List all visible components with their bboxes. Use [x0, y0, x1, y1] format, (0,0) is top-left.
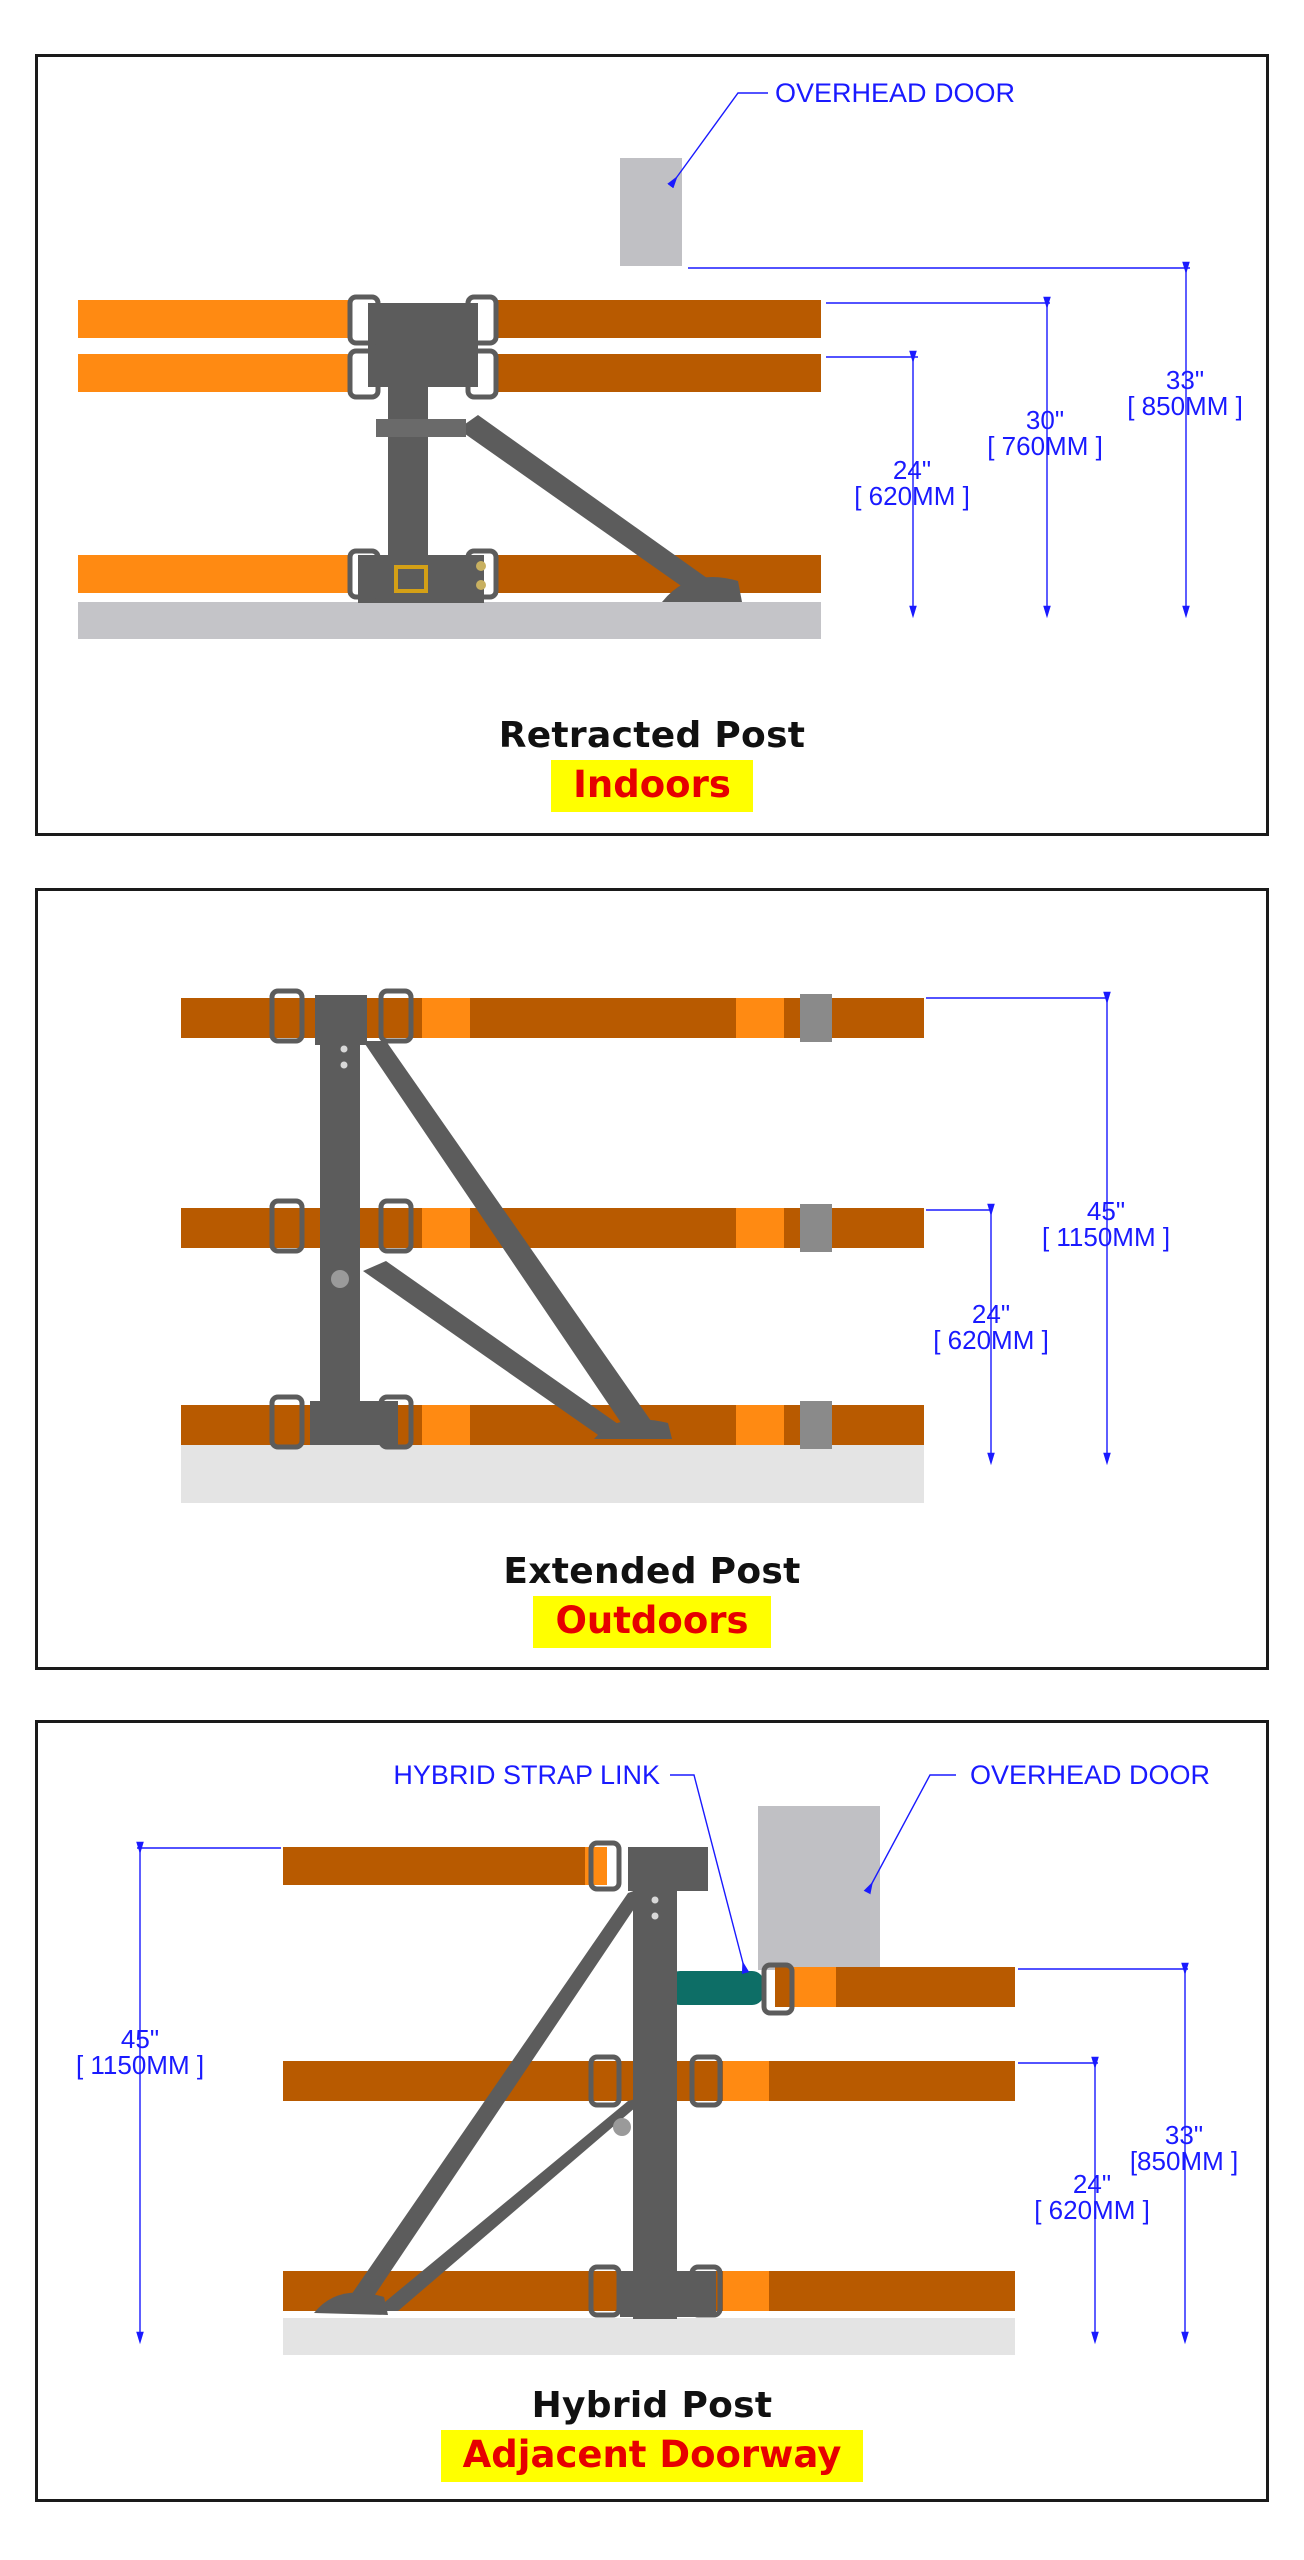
floor — [283, 2318, 1015, 2355]
hybrid-post-diagram: HYBRID STRAP LINK OVERHEAD DOOR 45" [ 11… — [76, 1760, 1238, 2355]
extended-post-caption: Extended Post Outdoors — [38, 1551, 1266, 1648]
dim-24-mm: [ 620MM ] — [1034, 2195, 1150, 2225]
dim-24-inch: 24" — [1073, 2169, 1111, 2199]
dim-33-mm: [ 850MM ] — [1127, 391, 1243, 421]
overhead-door — [620, 158, 682, 266]
overhead-door-callout: OVERHEAD DOOR — [775, 78, 1015, 108]
dim-45-inch: 45" — [1087, 1196, 1125, 1226]
strap-top — [283, 1847, 607, 1885]
strap-bottom — [78, 555, 821, 593]
post-assembly — [269, 988, 672, 1450]
ratchet-buckles — [800, 994, 832, 1449]
extended-post-panel: 45" [ 1150MM ] 24" [ 620MM ] Extended Po… — [35, 888, 1269, 1670]
hybrid-strap-link — [668, 1962, 795, 2016]
panel-subtitle: Indoors — [551, 760, 753, 812]
dim-24-mm: [ 620MM ] — [933, 1325, 1049, 1355]
panel-subtitle: Outdoors — [533, 1596, 771, 1648]
retracted-post-caption: Retracted Post Indoors — [38, 715, 1266, 812]
floor — [78, 602, 821, 639]
panel-subtitle: Adjacent Doorway — [440, 2430, 864, 2482]
dim-24-inch: 24" — [893, 455, 931, 485]
retracted-post-panel: OVERHEAD DOOR 24" [ 620MM ] 30" [ 760MM … — [35, 54, 1269, 836]
dimension-lines — [667, 92, 1190, 619]
dimension-lines — [926, 991, 1111, 1466]
dim-45-mm: [ 1150MM ] — [76, 2050, 204, 2080]
dim-24-mm: [ 620MM ] — [854, 481, 970, 511]
hybrid-post-caption: Hybrid Post Adjacent Doorway — [38, 2385, 1266, 2482]
dim-30-mm: [ 760MM ] — [987, 431, 1103, 461]
panel-title: Retracted Post — [498, 715, 806, 756]
overhead-door — [758, 1806, 880, 1970]
post-assembly — [314, 1840, 723, 2319]
overhead-door-callout: OVERHEAD DOOR — [970, 1760, 1210, 1790]
dimension-lines — [136, 1774, 1189, 2345]
dim-33-mm: [850MM ] — [1130, 2146, 1238, 2176]
extended-post-diagram: 45" [ 1150MM ] 24" [ 620MM ] — [181, 988, 1170, 1503]
dim-33-inch: 33" — [1166, 365, 1204, 395]
panel-title: Hybrid Post — [531, 2385, 773, 2426]
strap-middle — [78, 354, 821, 392]
dim-45-inch: 45" — [121, 2024, 159, 2054]
strap-top — [78, 300, 821, 338]
dim-24-inch: 24" — [972, 1299, 1010, 1329]
retracted-post-diagram: OVERHEAD DOOR 24" [ 620MM ] 30" [ 760MM … — [78, 78, 1243, 639]
strap-upper-right — [775, 1967, 1015, 2007]
dim-33-inch: 33" — [1165, 2120, 1203, 2150]
post-assembly — [347, 294, 742, 603]
panel-title: Extended Post — [503, 1551, 801, 1592]
dim-30-inch: 30" — [1026, 405, 1064, 435]
dim-45-mm: [ 1150MM ] — [1042, 1222, 1170, 1252]
hybrid-strap-link-callout: HYBRID STRAP LINK — [393, 1760, 660, 1790]
hybrid-post-panel: HYBRID STRAP LINK OVERHEAD DOOR 45" [ 11… — [35, 1720, 1269, 2502]
